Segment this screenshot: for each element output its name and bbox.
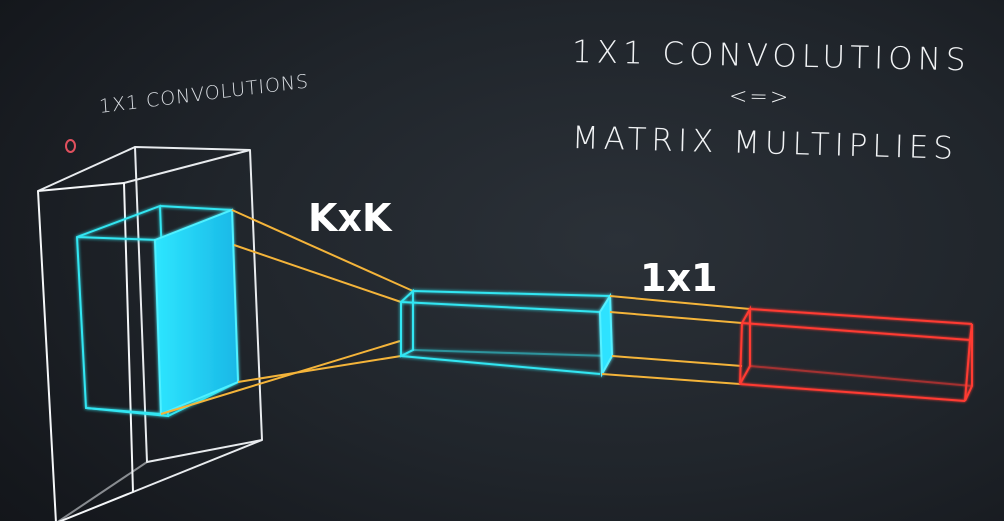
- record-dot-icon: [65, 139, 76, 153]
- kxk-slice: [153, 208, 240, 416]
- middle-bar: [400, 288, 614, 378]
- middle-bar-slice: [598, 292, 614, 378]
- kxk-patch: [75, 204, 240, 418]
- pointwise-kernel-label: 1x1: [640, 256, 718, 300]
- input-volume-front-face: [37, 182, 134, 521]
- title-equivalence-symbol: <=>: [728, 84, 791, 111]
- kxk-kernel-label: KxK: [308, 196, 392, 240]
- output-bar: [739, 305, 973, 402]
- pointwise-projection-lines: [601, 295, 751, 385]
- kxk-projection-lines: [160, 209, 414, 415]
- input-volume: [37, 146, 263, 521]
